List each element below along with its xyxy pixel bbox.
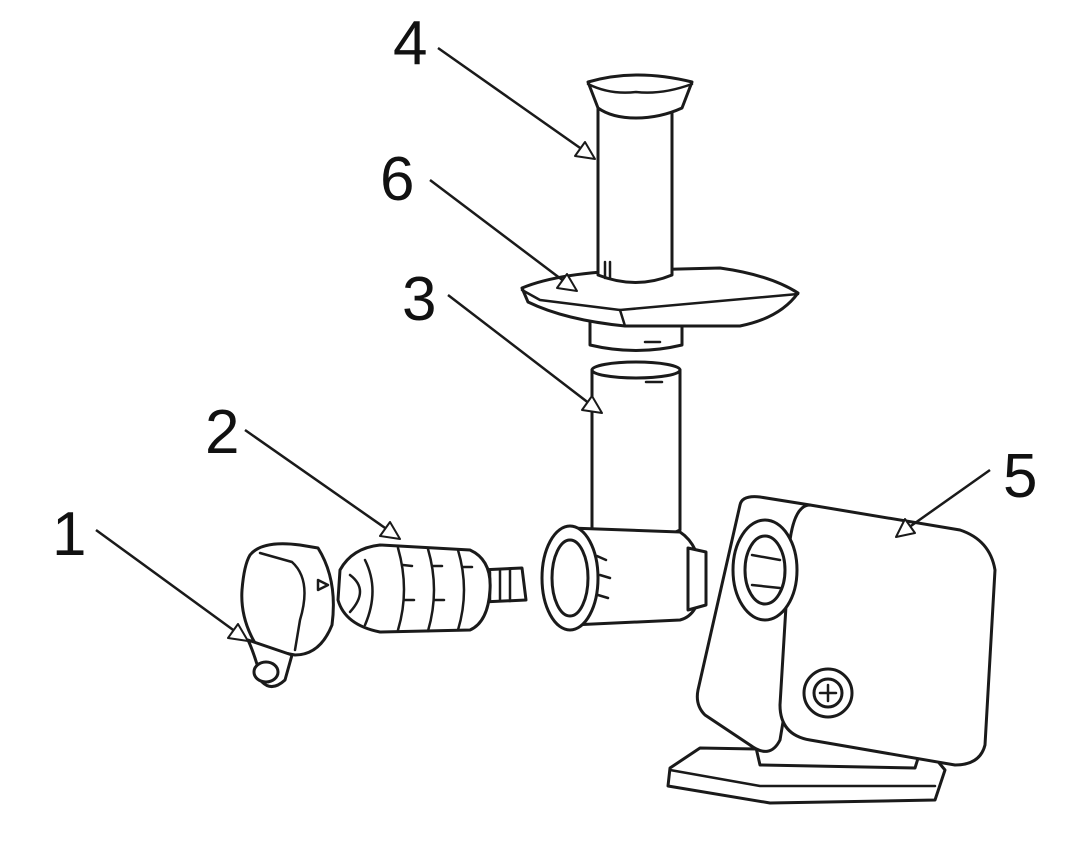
callout-3: 3 (402, 265, 436, 334)
leader-5 (907, 468, 991, 530)
callout-5: 5 (1003, 442, 1037, 511)
motor-base-unit (666, 495, 997, 805)
leader-1 (95, 528, 237, 634)
grinder-body (540, 360, 708, 632)
feed-tube (590, 368, 682, 544)
end-cap-body (240, 542, 335, 657)
auger-body (336, 543, 492, 634)
auger-screw (336, 543, 528, 634)
leader-lines (95, 46, 991, 642)
end-cap (240, 542, 335, 688)
feed-tray (520, 266, 800, 352)
pusher-shaft (596, 103, 674, 284)
leader-4 (437, 46, 584, 152)
callout-2: 2 (205, 398, 239, 467)
callout-4: 4 (393, 9, 427, 78)
leader-3 (447, 294, 591, 405)
callout-6: 6 (380, 145, 414, 214)
motor-housing-front (778, 503, 997, 767)
food-pusher (586, 73, 694, 284)
callout-1: 1 (52, 500, 86, 569)
pusher-cap (586, 73, 694, 120)
callout-labels: 1 2 3 4 5 6 (52, 9, 1037, 569)
leader-6 (429, 179, 566, 283)
leader-2 (244, 428, 389, 532)
